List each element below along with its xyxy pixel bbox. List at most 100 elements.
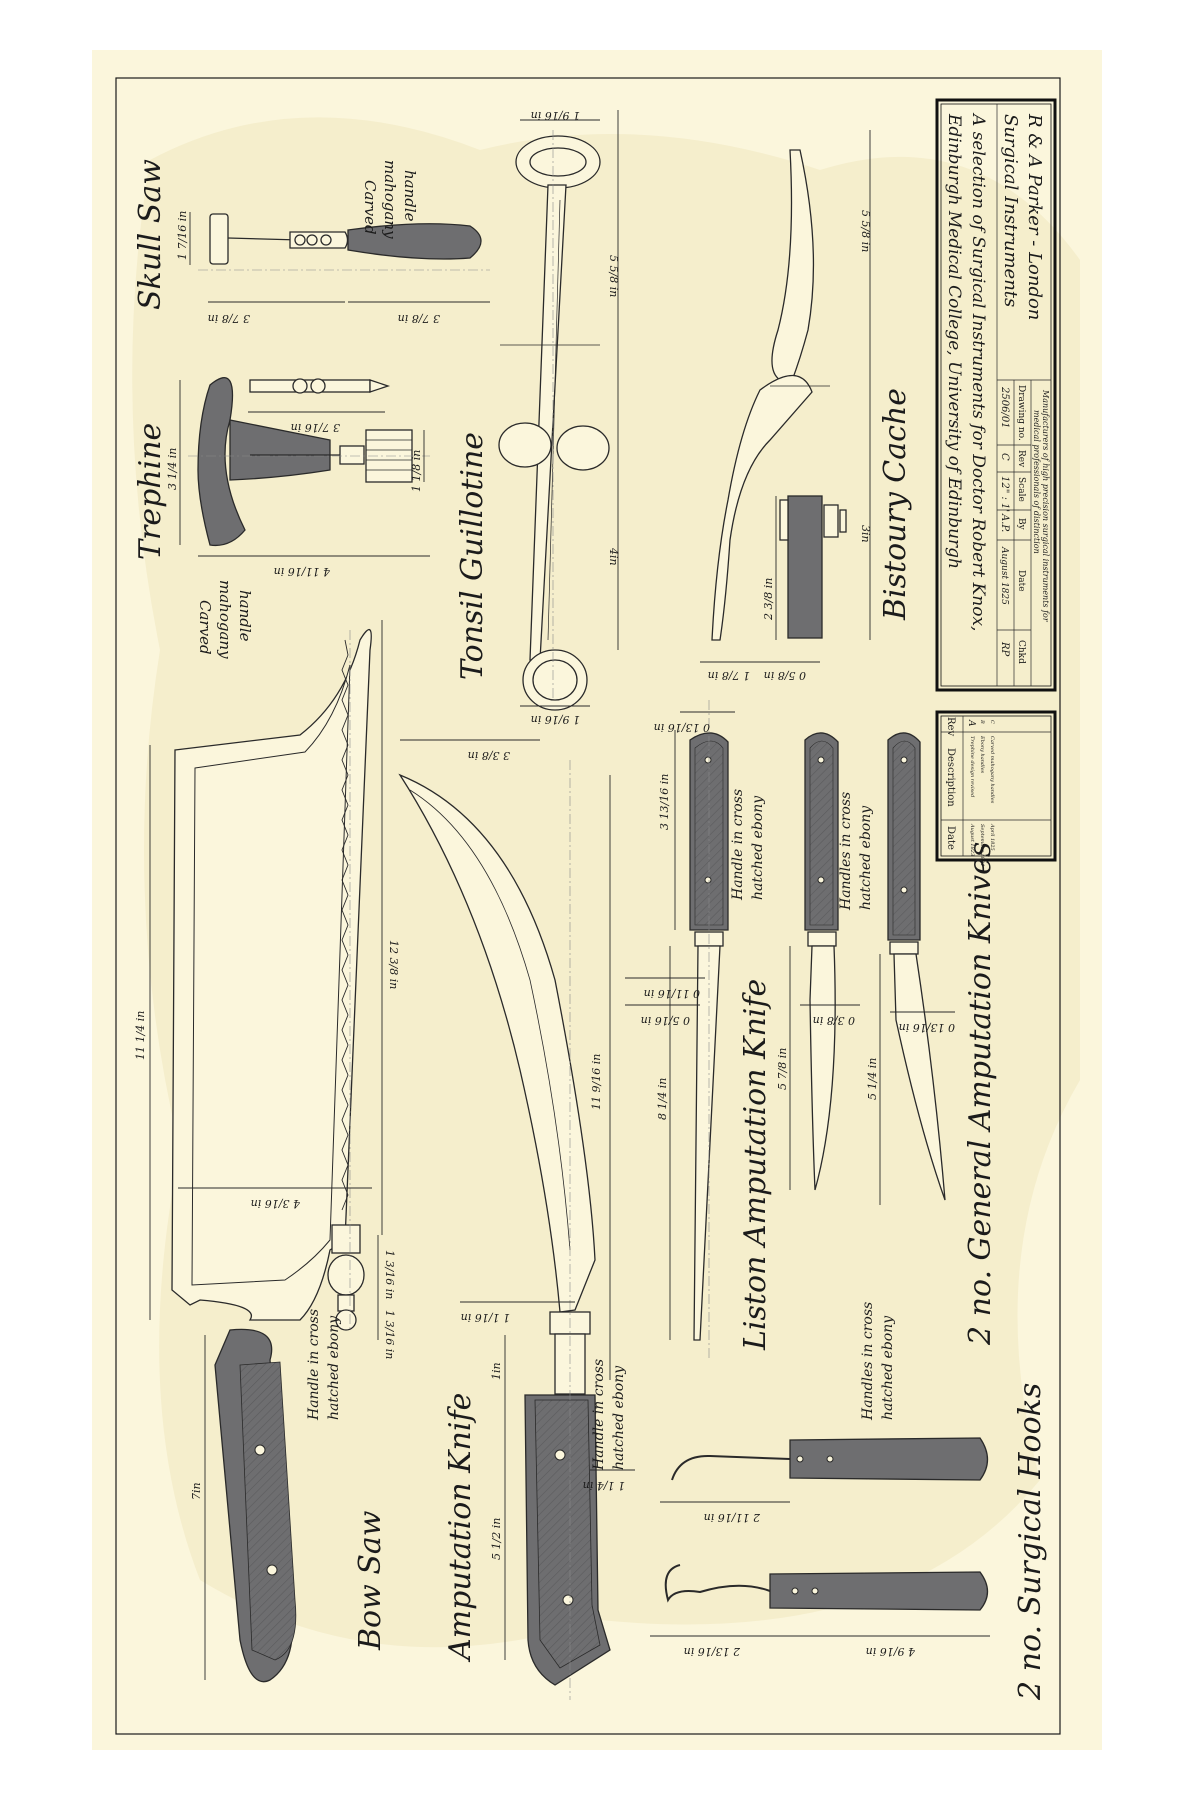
gen-note-1: Handles in cross (838, 792, 854, 911)
gen-note-2: hatched ebony (858, 805, 874, 910)
th-chkd: Chkd (1016, 640, 1026, 664)
tonsil-total-dim: 4in (607, 547, 620, 566)
amp-blade-dim: 11 9/16 in (590, 1054, 603, 1110)
rev-row-date: September 1824 (979, 824, 985, 866)
maker-name: R & A Parker - London (1024, 113, 1045, 320)
trephine-drawing (188, 377, 430, 547)
skull-note-3: handle (401, 170, 419, 222)
bistoury-cache-label: Bistoury Cache (878, 388, 913, 621)
tonsil-guillotine-label: Tonsil Guillotine (455, 432, 490, 680)
institution-line: Edinburgh Medical College, University of… (944, 113, 964, 569)
amp-tip-dim: 3 3/8 in (468, 749, 510, 762)
liston-knife-drawing (689, 700, 729, 1360)
trephine-label: Trephine (133, 423, 168, 560)
tonsil-len-dim: 5 5/8 in (607, 255, 620, 297)
hook-1-tip-dim: 2 11/16 in (704, 1511, 761, 1524)
th-drawing-no: Drawing no. (1016, 385, 1026, 441)
bow-saw-label: Bow Saw (353, 1510, 388, 1651)
skull-saw-length-dim: 3 7/8 in (208, 312, 250, 325)
bow-blade-dim: 12 3/8 in (387, 940, 400, 989)
rev-row-description: Trephine design revised (969, 736, 975, 797)
tagline-line-1: Manufacturers of high precision surgical… (1041, 389, 1050, 623)
rev-header-description: Description (945, 748, 956, 807)
tonsil-guillotine-drawing (498, 130, 610, 711)
general-knives-label: 2 no. General Amputation Knives (963, 842, 998, 1346)
amp-guard-dim: 1 1/16 in (461, 1311, 510, 1324)
rev-row-rev: C (989, 720, 995, 724)
trephine-note-2: mahogany (216, 580, 234, 659)
drawing-subject: Surgical Instruments (1000, 114, 1021, 307)
rev-row-description: Ebony handles (979, 735, 985, 774)
amp-handle-w-dim: 1 1/4 in (583, 1479, 625, 1492)
liston-note-1: Handle in cross (730, 789, 746, 901)
tv-chkd: RP (999, 641, 1010, 657)
surgical-hooks-label: 2 no. Surgical Hooks (1013, 1383, 1048, 1701)
tv-date: August 1825 (999, 546, 1009, 605)
dedication-line: A selection of Surgical Instruments for … (968, 112, 988, 631)
th-by: By (1016, 518, 1026, 531)
revision-table: Rev Description Date C Carved mahogany h… (935, 710, 1057, 866)
hook-2-tip-dim: 2 13/16 in (684, 1645, 741, 1658)
liston-bolster-dim: 0 11/16 in (644, 987, 700, 1000)
trephine-pin-dim: 3 7/16 in (291, 421, 340, 434)
liston-knife-label: Liston Amputation Knife (738, 979, 773, 1351)
rev-header-rev: Rev (945, 717, 956, 736)
skull-saw-handle-dim: 3 7/8 in (398, 312, 440, 325)
gen-blade-2-dim: 5 1/4 in (866, 1058, 879, 1100)
skull-saw-drawing (198, 213, 490, 271)
gen-blade-1-dim: 5 7/8 in (776, 1048, 789, 1090)
bow-saw-drawing (171, 629, 372, 1683)
general-knives-drawing (804, 732, 946, 1201)
drawing-frame (115, 77, 1061, 1735)
liston-note-2: hatched ebony (750, 795, 766, 900)
bow-knob-b-dim: 1 3/16 in (383, 1310, 396, 1359)
liston-ferrule-dim: 0 5/16 in (641, 1014, 690, 1027)
gen-bolster-1-dim: 0 3/8 in (813, 1014, 855, 1027)
liston-blade-dim: 8 1/4 in (656, 1078, 669, 1120)
liston-end-dim: 0 13/16 in (654, 721, 710, 734)
title-block: Manufacturers of high precision surgical… (935, 98, 1057, 692)
paper-stain (132, 117, 1080, 1648)
liston-handle-dim: 3 13/16 in (658, 774, 671, 830)
amp-ferrule-dim: 1in (490, 1362, 503, 1380)
rev-header-date: Date (945, 826, 956, 850)
bistoury-b-dim: 0 5/8 in (764, 669, 806, 682)
th-scale: Scale (1016, 477, 1026, 502)
amp-note-1: Handle in cross (591, 1359, 607, 1471)
bow-handle-dim: 7in (190, 1482, 203, 1500)
hooks-note-1: Handles in cross (860, 1302, 876, 1421)
surgical-hooks-drawing (664, 1437, 989, 1611)
tv-drawing-no: 2506/01 (999, 386, 1010, 429)
gen-bolster-2-dim: 0 13/16 in (899, 1021, 955, 1034)
bow-knob-a-dim: 1 3/16 in (383, 1250, 396, 1299)
trephine-note-1: Carved (196, 600, 214, 655)
rev-row-rev: A (966, 719, 976, 727)
skull-saw-head-dim: 1 7/16 in (176, 211, 189, 260)
tv-scale: 12" : 1' (999, 476, 1010, 512)
tv-by: A.P. (999, 513, 1010, 532)
bow-width-dim: 11 1/4 in (134, 1011, 147, 1060)
rev-row-description: Carved mahogany handles (989, 736, 995, 804)
tv-rev: C (999, 453, 1010, 461)
bistoury-a-dim: 1 7/8 in (708, 669, 750, 682)
bistoury-side-dim: 3in (859, 525, 872, 543)
bistoury-len-dim: 5 5/8 in (859, 210, 872, 252)
tonsil-bottom-dim: 1 9/16 in (531, 713, 580, 726)
bow-note-2: hatched ebony (326, 1315, 342, 1420)
th-date: Date (1016, 570, 1026, 592)
trephine-crown-dim: 1 1/8 in (410, 450, 423, 492)
hook-2-handle-dim: 4 9/16 in (866, 1645, 916, 1658)
rev-row-date: August 1823 (969, 823, 975, 856)
th-rev: Rev (1016, 450, 1026, 468)
bow-depth-dim: 4 3/16 in (251, 1197, 301, 1210)
tonsil-ring-dim: 1 9/16 in (531, 109, 580, 122)
rev-row-rev: B (979, 719, 985, 724)
skull-note-2: mahogany (381, 160, 399, 239)
rev-row-date: April 1825 (989, 823, 995, 851)
amputation-knife-drawing (398, 760, 611, 1700)
bistoury-handle-dim: 2 3/8 in (762, 578, 775, 621)
trephine-handle-dim: 3 1/4 in (166, 448, 179, 490)
amp-note-2: hatched ebony (611, 1365, 627, 1470)
tagline-line-2: medical professionals of distinction (1032, 410, 1041, 554)
